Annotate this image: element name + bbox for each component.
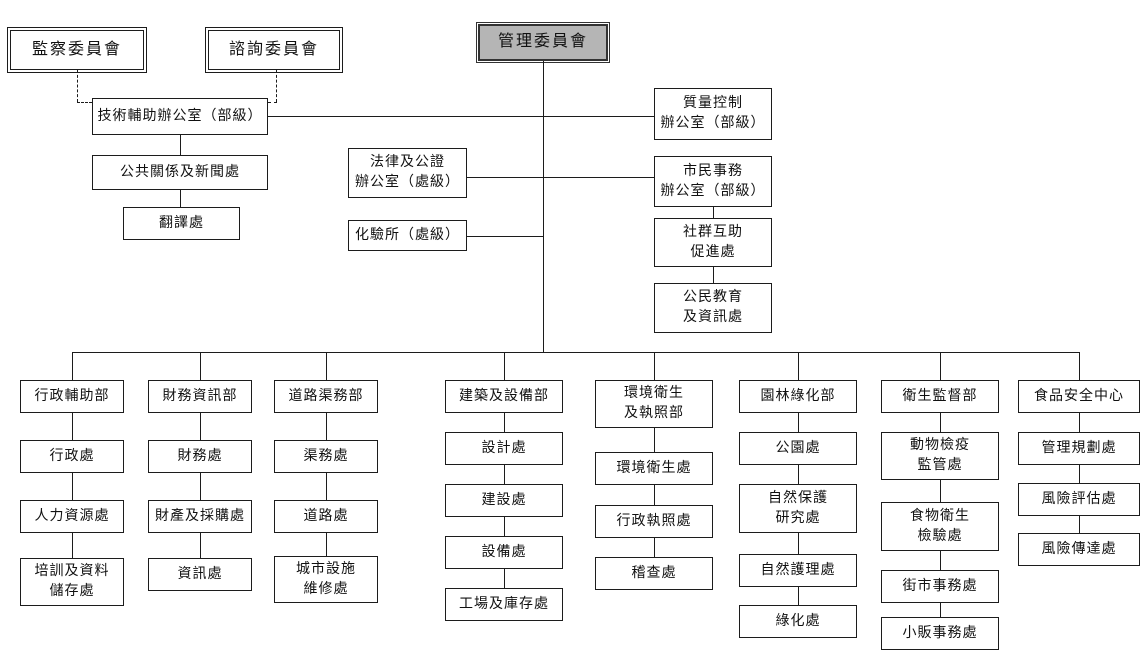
unit-nature-conservation-research-division: 自然保護 研究處 xyxy=(739,484,857,533)
unit-food-hygiene-inspection-division: 食物衛生 檢驗處 xyxy=(881,502,999,551)
connector-dashed xyxy=(276,70,277,102)
unit-market-affairs-division: 街市事務處 xyxy=(881,570,999,603)
unit-greening-division: 綠化處 xyxy=(739,605,857,638)
unit-information-division: 資訊處 xyxy=(148,558,252,591)
connector xyxy=(1079,516,1080,533)
connector xyxy=(1079,413,1080,432)
node-quality-control-office: 質量控制 辦公室（部級） xyxy=(654,88,772,140)
connector xyxy=(72,533,73,558)
connector xyxy=(200,533,201,558)
node-technical-assistance-office: 技術輔助辦公室（部級） xyxy=(92,98,268,135)
connector xyxy=(180,135,181,155)
node-management-committee: 管理委員會 xyxy=(476,22,610,63)
dept-parks-greening: 園林綠化部 xyxy=(739,380,857,413)
unit-nature-care-division: 自然護理處 xyxy=(739,554,857,587)
unit-administration-division: 行政處 xyxy=(20,440,124,473)
unit-urban-facilities-maintenance-division: 城市設施 維修處 xyxy=(274,556,378,603)
connector xyxy=(504,465,505,484)
connector xyxy=(200,352,201,380)
dept-food-safety-centre: 食品安全中心 xyxy=(1018,380,1140,413)
connector xyxy=(713,207,714,218)
unit-human-resources-division: 人力資源處 xyxy=(20,500,124,533)
node-laboratory: 化驗所（處級） xyxy=(348,220,467,251)
connector xyxy=(326,533,327,556)
unit-risk-assessment-division: 風險評估處 xyxy=(1018,483,1140,516)
connector-legal-civic xyxy=(467,177,654,178)
connector xyxy=(798,465,799,484)
unit-parks-division: 公園處 xyxy=(739,432,857,465)
connector-departments-bus xyxy=(72,352,1079,353)
connector xyxy=(72,352,73,380)
connector xyxy=(1079,465,1080,483)
connector-centre-spine xyxy=(543,61,544,352)
connector xyxy=(798,413,799,432)
dept-hygiene-supervision: 衛生監督部 xyxy=(881,380,999,413)
unit-administrative-licensing-division: 行政執照處 xyxy=(595,505,713,538)
connector xyxy=(654,352,655,380)
connector xyxy=(940,413,941,432)
dept-roads-drainage: 道路渠務部 xyxy=(274,380,378,413)
connector xyxy=(72,473,73,500)
connector xyxy=(654,485,655,505)
connector xyxy=(326,413,327,440)
connector xyxy=(798,587,799,605)
unit-hawker-affairs-division: 小販事務處 xyxy=(881,617,999,650)
connector-laboratory xyxy=(467,236,543,237)
node-translation-division: 翻譯處 xyxy=(123,207,240,240)
connector xyxy=(504,517,505,536)
dept-finance-information: 財務資訊部 xyxy=(148,380,252,413)
unit-workshop-storage-division: 工場及庫存處 xyxy=(445,588,563,621)
unit-construction-division: 建設處 xyxy=(445,484,563,517)
connector-tech-quality xyxy=(268,116,654,117)
unit-inspection-division: 稽查處 xyxy=(595,557,713,590)
connector xyxy=(940,551,941,570)
connector xyxy=(326,473,327,500)
unit-finance-division: 財務處 xyxy=(148,440,252,473)
connector xyxy=(1079,352,1080,380)
unit-drainage-division: 渠務處 xyxy=(274,440,378,473)
connector xyxy=(504,413,505,432)
unit-property-procurement-division: 財產及採購處 xyxy=(148,500,252,533)
unit-training-archives-division: 培訓及資料 儲存處 xyxy=(20,558,124,606)
unit-environmental-hygiene-division: 環境衛生處 xyxy=(595,452,713,485)
unit-equipment-division: 設備處 xyxy=(445,536,563,569)
unit-management-planning-division: 管理規劃處 xyxy=(1018,432,1140,465)
node-supervisory-committee: 監察委員會 xyxy=(7,27,147,73)
unit-animal-quarantine-supervision-division: 動物檢疫 監管處 xyxy=(881,432,999,480)
node-advisory-committee: 諮詢委員會 xyxy=(205,27,343,73)
connector xyxy=(798,352,799,380)
connector xyxy=(798,533,799,554)
connector xyxy=(504,569,505,588)
dept-administrative-support: 行政輔助部 xyxy=(20,380,124,413)
unit-design-division: 設計處 xyxy=(445,432,563,465)
connector xyxy=(72,413,73,440)
connector xyxy=(654,538,655,557)
connector xyxy=(180,190,181,207)
connector xyxy=(504,352,505,380)
dept-buildings-equipment: 建築及設備部 xyxy=(445,380,563,413)
unit-risk-communication-division: 風險傳達處 xyxy=(1018,533,1140,566)
connector xyxy=(713,267,714,283)
connector-dashed xyxy=(268,102,277,103)
unit-roads-division: 道路處 xyxy=(274,500,378,533)
node-civic-affairs-office: 市民事務 辦公室（部級） xyxy=(654,156,772,207)
connector-dashed xyxy=(77,70,78,102)
connector xyxy=(940,352,941,380)
node-civic-education-information-division: 公民教育 及資訊處 xyxy=(654,283,772,333)
connector xyxy=(940,603,941,617)
connector xyxy=(200,473,201,500)
node-public-relations-press-division: 公共關係及新聞處 xyxy=(92,155,268,190)
connector xyxy=(200,413,201,440)
connector xyxy=(326,352,327,380)
connector-dashed xyxy=(77,102,92,103)
node-community-mutual-aid-division: 社群互助 促進處 xyxy=(654,218,772,267)
connector xyxy=(940,480,941,502)
dept-environmental-hygiene-licensing: 環境衛生 及執照部 xyxy=(595,380,713,428)
connector xyxy=(654,428,655,452)
node-legal-notary-office: 法律及公證 辦公室（處級） xyxy=(348,148,467,198)
